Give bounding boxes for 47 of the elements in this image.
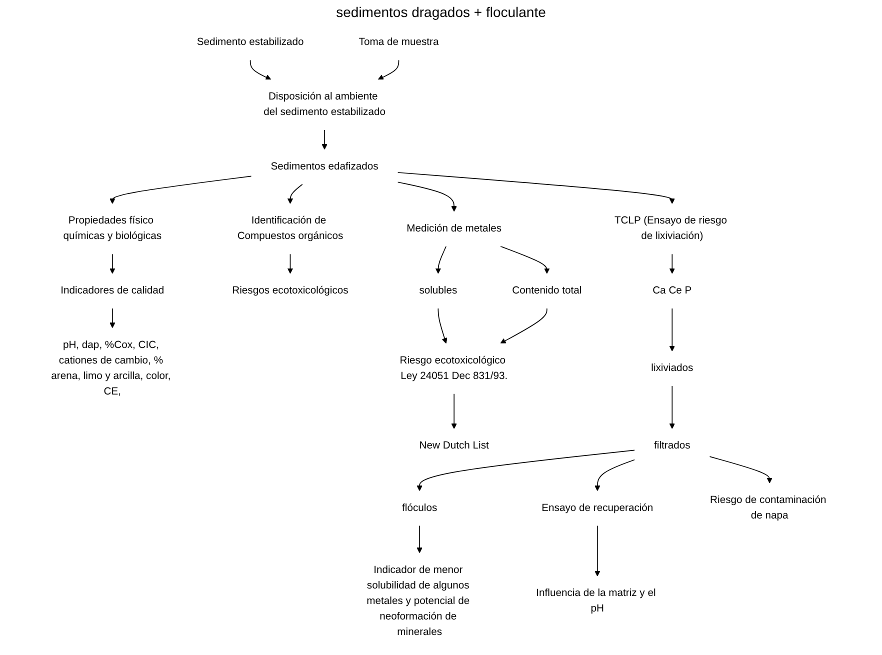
arrow [594, 459, 636, 491]
node-text: Sedimentos edafizados [270, 160, 378, 172]
node-text: Riesgo de contaminación de napa [710, 494, 826, 522]
arrow [669, 308, 675, 352]
arrow [397, 172, 675, 204]
note-text: sedimentos dragados + floculante [336, 4, 546, 20]
node-text: Medición de metales [406, 223, 502, 234]
arrow [500, 246, 550, 274]
node-text: Indicadores de calidad [60, 285, 164, 296]
node-text: Sedimento estabilizado [196, 36, 304, 48]
node-text: lixiviados [651, 362, 694, 374]
arrow [110, 308, 116, 328]
arrow [250, 60, 272, 80]
node-text: Riesgo ecotoxicológico Ley 24051 Dec 831/93. [400, 354, 508, 382]
node-text: Influencia de la matriz y el pH [536, 588, 656, 614]
node-text: pH, dap, %Cox, CIC, cationes de cambio, % arena, limo y arcilla, color, CE, [51, 339, 171, 397]
arrow [416, 450, 636, 491]
arrow [709, 456, 772, 484]
node-text: Disposición al ambiente del sedimento estabilizado [264, 91, 386, 118]
arrow [500, 308, 548, 344]
arrow [416, 525, 422, 554]
arrow [287, 254, 294, 274]
arrow [669, 254, 675, 274]
arrow [397, 182, 457, 212]
node-text: Contenido total [512, 285, 582, 296]
arrow [669, 386, 675, 429]
node-text: TCLP (Ensayo de riesgo de lixiviación) [614, 215, 727, 242]
node-text: New Dutch List [419, 440, 489, 452]
arrow [451, 393, 457, 429]
arrow [438, 308, 448, 344]
node-text: Indicador de menor solubilidad de algunos metales y potencial de neoformación de minerales [366, 564, 470, 638]
arrow [435, 246, 447, 274]
arrow [378, 60, 400, 80]
node-text: Ensayo de recuperación [542, 502, 654, 514]
arrow [110, 254, 116, 274]
node-text: Ca Ce P [652, 285, 692, 296]
arrow [594, 525, 600, 576]
arrow [110, 176, 252, 204]
arrow [322, 130, 328, 150]
node-text: Propiedades físico químicas y biológicas [63, 215, 162, 242]
node-text: filtrados [654, 440, 690, 452]
node-text: Toma de muestra [358, 36, 439, 48]
node-text: Identificación de Compuestos orgánicos [237, 215, 344, 242]
node-text: Riesgos ecotoxicológicos [232, 285, 348, 296]
node-text: flóculos [402, 502, 438, 514]
node-text: solubles [419, 285, 458, 296]
arrow [287, 184, 303, 204]
